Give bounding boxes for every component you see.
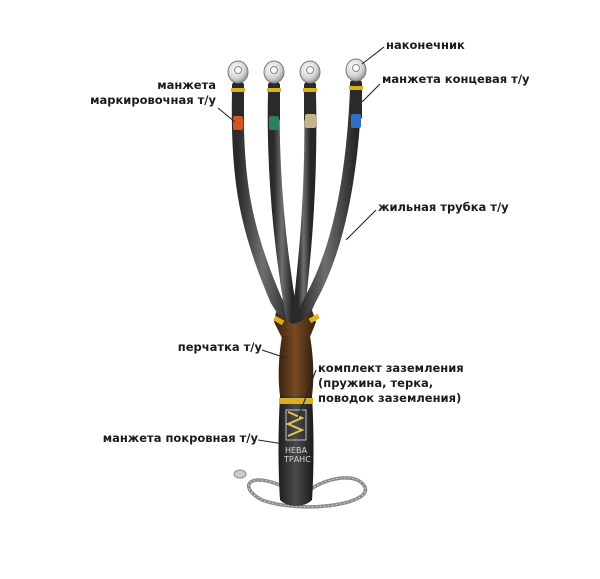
leader-lug	[361, 46, 385, 65]
grounding-spring	[285, 409, 307, 441]
leader-cover-cuff	[257, 439, 285, 445]
label-cover-cuff: манжета покровная т/у	[102, 431, 258, 445]
marking-cuff-green	[269, 116, 279, 130]
leader-core-tube	[345, 209, 377, 241]
leader-marking-cuff	[217, 107, 236, 123]
label-grounding-line-3: поводок заземления)	[318, 391, 462, 405]
lug-3	[299, 60, 321, 84]
label-grounding-line-2: (пружина, терка,	[318, 376, 434, 390]
label-marking-cuff-line-1: манжета	[157, 78, 216, 92]
grounding-lug-small	[233, 469, 247, 479]
label-lug: наконечник	[386, 38, 465, 52]
leader-grounding	[297, 369, 317, 419]
leader-glove	[261, 349, 287, 359]
lug-4	[345, 58, 367, 82]
lug-1	[227, 60, 249, 84]
glove-fingers	[274, 310, 316, 342]
label-marking-cuff-line-2: маркировочная т/у	[90, 93, 216, 107]
label-grounding-line-1: комплект заземления	[318, 361, 464, 375]
label-core-tube: жильная трубка т/у	[378, 200, 509, 214]
brand-line-1: НЕВА	[284, 446, 308, 455]
brand-line-2: ТРАНС	[284, 455, 311, 464]
marking-cuff-blue	[351, 114, 361, 128]
brand-mark: НЕВА ТРАНС	[284, 446, 311, 464]
label-end-cuff: манжета концевая т/у	[382, 72, 530, 86]
marking-cuff-beige	[305, 114, 316, 128]
lug-2	[263, 60, 285, 84]
leader-end-cuff	[361, 83, 381, 103]
label-glove: перчатка т/у	[177, 340, 262, 354]
marking-cuff-orange	[233, 116, 243, 130]
glove-body	[278, 336, 314, 396]
